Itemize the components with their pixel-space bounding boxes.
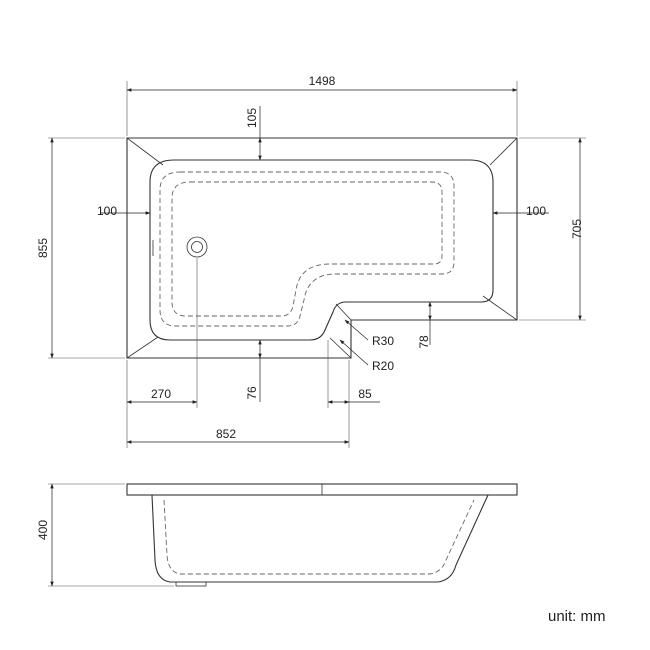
label-overall-length: 1498: [309, 74, 336, 88]
feet: [175, 581, 207, 587]
dim-radius-inner-leader: [339, 339, 369, 366]
bath-outline: [126, 137, 518, 359]
body-inner-profile: [163, 499, 475, 575]
rim-corner-line: [489, 137, 518, 166]
label-height: 400: [36, 520, 50, 540]
rim-corner-line: [126, 137, 164, 166]
label-corner-offset: 85: [358, 387, 372, 401]
label-waste-offset: 270: [151, 387, 171, 401]
rim-corner-line: [482, 295, 518, 321]
dim-radius-outer-leader: [344, 319, 369, 341]
label-rim-bottom: 76: [245, 386, 259, 400]
basin-floor-edge: [159, 171, 455, 327]
extension-lines: [48, 81, 586, 448]
dimension-lines: [50, 88, 582, 444]
basin-floor-edge: [171, 181, 443, 317]
waste-outlet-inner: [191, 241, 203, 253]
unit-label: unit: mm: [548, 608, 606, 625]
side-view: 400: [36, 483, 518, 587]
label-overall-width: 855: [36, 238, 50, 258]
label-wide-section: 852: [216, 427, 236, 441]
label-rim-right: 100: [526, 204, 546, 218]
rim-corner-line: [329, 337, 352, 359]
rim-corner-line: [335, 303, 352, 321]
basin-top-edge: [149, 159, 494, 341]
label-radius-outer: R30: [372, 334, 394, 348]
label-radius-inner: R20: [372, 359, 394, 373]
label-rim-left: 100: [97, 204, 117, 218]
dimension-labels: 1498 105 100 100 855 705 R30 R20 78 270 …: [36, 74, 584, 441]
label-rim-top: 105: [245, 108, 259, 128]
label-step-depth: 78: [417, 335, 431, 349]
body-profile: [151, 494, 489, 583]
rim-corner-line: [126, 336, 159, 359]
waste-outlet-icon: [186, 236, 208, 258]
label-narrow-width: 705: [570, 219, 584, 239]
plan-view: [126, 137, 518, 359]
